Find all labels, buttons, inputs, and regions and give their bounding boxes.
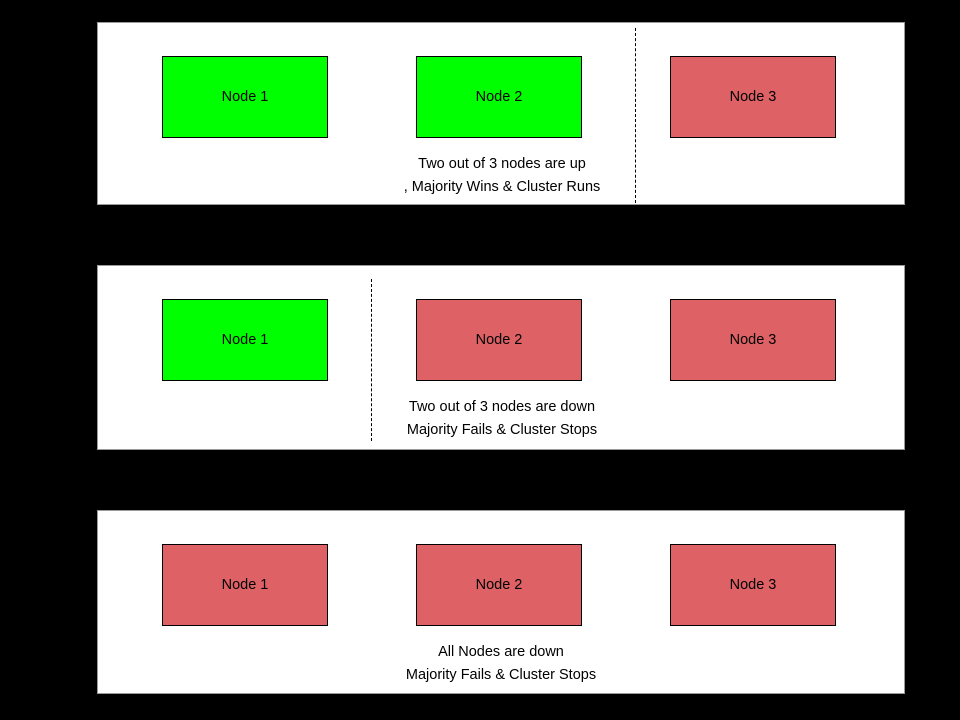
scenario-caption-panel2: All Nodes are down Majority Fails & Clus… [98,641,904,687]
node-label: Node 3 [729,576,777,593]
node-box-panel1-node3: Node 3 [670,299,836,381]
node-label: Node 2 [475,331,523,348]
node-label: Node 3 [729,88,777,105]
scenario-caption-panel0: Two out of 3 nodes are up , Majority Win… [99,153,905,199]
caption-line-2: Majority Fails & Cluster Stops [406,421,598,438]
caption-line-2: , Majority Wins & Cluster Runs [403,178,601,195]
node-label: Node 1 [221,576,269,593]
node-box-panel2-node2: Node 2 [416,544,582,626]
caption-line-2: Majority Fails & Cluster Stops [405,666,597,683]
partition-divider-panel0 [635,28,636,203]
node-box-panel2-node3: Node 3 [670,544,836,626]
node-box-panel0-node1: Node 1 [162,56,328,138]
scenario-panel-all-nodes-down: Node 1 Node 2 Node 3 All Nodes are down … [97,510,905,694]
node-box-panel0-node2: Node 2 [416,56,582,138]
partition-divider-panel1 [371,279,372,441]
node-box-panel2-node1: Node 1 [162,544,328,626]
caption-line-1: All Nodes are down [438,644,564,660]
node-box-panel0-node3: Node 3 [670,56,836,138]
node-label: Node 2 [475,576,523,593]
node-label: Node 1 [221,331,269,348]
scenario-caption-panel1: Two out of 3 nodes are down Majority Fai… [99,396,905,442]
node-box-panel1-node2: Node 2 [416,299,582,381]
node-label: Node 2 [475,88,523,105]
node-label: Node 1 [221,88,269,105]
scenario-panel-two-nodes-down: Node 1 Node 2 Node 3 Two out of 3 nodes … [97,265,905,450]
caption-line-1: Two out of 3 nodes are up [418,156,586,172]
caption-line-1: Two out of 3 nodes are down [408,399,596,415]
scenario-panel-one-node-down: Node 1 Node 2 Node 3 Two out of 3 nodes … [97,22,905,205]
node-label: Node 3 [729,331,777,348]
node-box-panel1-node1: Node 1 [162,299,328,381]
